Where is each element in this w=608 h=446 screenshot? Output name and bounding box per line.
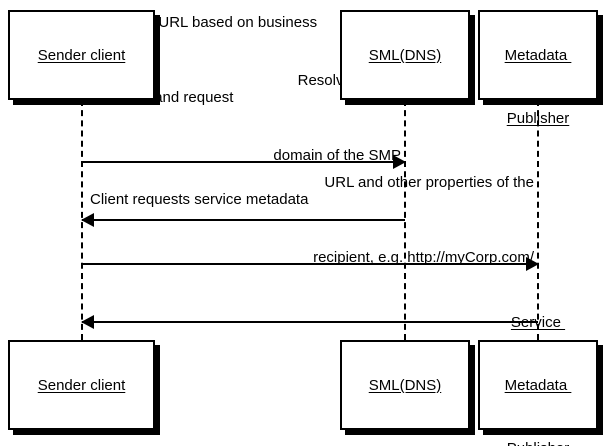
message-3-line (82, 263, 538, 265)
message-label-line: recipient, e.g. http://myCorp.com/ (313, 249, 534, 266)
participant-box-sender-client-top[interactable]: Sender client (8, 10, 155, 100)
participant-box-sml-dns-bottom[interactable]: SML(DNS) (340, 340, 470, 430)
message-4-label: URL and other properties of the recipien… (82, 120, 538, 320)
message-2-arrowhead-icon (81, 213, 94, 227)
participant-box-sml-dns-top[interactable]: SML(DNS) (340, 10, 470, 100)
participant-label-service-metadata-publisher-top: Service Metadata Publisher (505, 0, 572, 171)
participant-label-line: Sender client (37, 376, 126, 394)
message-1-arrowhead-icon (393, 155, 406, 169)
message-3-arrowhead-icon (526, 257, 539, 271)
participant-label-line: Publisher (506, 109, 570, 127)
message-4-url-and-properties[interactable]: URL and other properties of the recipien… (81, 174, 538, 329)
message-label-line: domain of the SMP (273, 147, 401, 164)
message-4-line (82, 321, 538, 323)
participant-label-line: Metadata (504, 376, 572, 394)
message-1-line (82, 161, 405, 163)
participant-box-service-metadata-publisher-top[interactable]: Service Metadata Publisher (478, 0, 598, 127)
participant-label-sml-dns-bottom: SML(DNS) (369, 333, 442, 438)
participant-label-line: SML(DNS) (368, 46, 442, 64)
message-3-client-requests-metadata[interactable]: Client requests service metadata (82, 191, 539, 271)
participant-label-line: Service (510, 313, 566, 331)
message-2-line (82, 219, 405, 221)
lifeline-sml-dns (404, 100, 406, 340)
participant-label-line: SML(DNS) (368, 376, 442, 394)
participant-label-line: Service (505, 0, 572, 3)
message-label-line: Client requests service metadata (90, 191, 309, 208)
participant-box-sender-client-bottom[interactable]: Sender client (8, 340, 155, 430)
participant-label-sender-client-top: Sender client (38, 3, 126, 108)
message-2-resolves-to-domain[interactable]: Resolves to the domain of the SMP (81, 72, 405, 227)
participant-label-line: Sender client (37, 46, 126, 64)
participant-label-sender-client-bottom: Sender client (38, 333, 126, 438)
participant-label-line: Publisher (505, 438, 572, 446)
participant-label-line: Metadata (504, 46, 572, 64)
message-4-arrowhead-icon (81, 315, 94, 329)
message-3-label: Client requests service metadata (82, 137, 538, 262)
message-label-line: URL and other properties of the (324, 174, 534, 191)
participant-box-service-metadata-publisher-bottom[interactable]: Service Metadata Publisher (478, 314, 598, 446)
participant-label-service-metadata-publisher-bottom: Service Metadata Publisher (505, 270, 572, 446)
participant-label-sml-dns-top: SML(DNS) (369, 3, 442, 108)
lifeline-service-metadata-publisher (537, 100, 539, 340)
